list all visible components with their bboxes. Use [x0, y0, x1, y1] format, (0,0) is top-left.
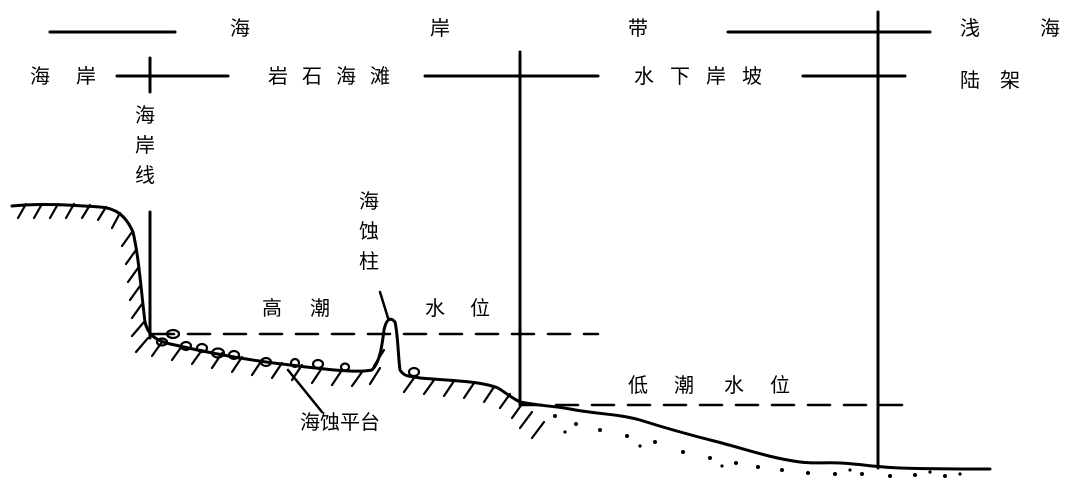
shoreline-char-3: 线 [135, 163, 155, 187]
high-tide-char-4: 位 [470, 296, 490, 320]
coast-char-2: 岸 [76, 64, 96, 88]
shallow-sea-char-2: 海 [1040, 16, 1060, 40]
shoreline-label: 海 岸 线 [134, 100, 156, 190]
slope-char-2: 下 [670, 64, 690, 88]
sea-stack-char-3: 柱 [359, 249, 379, 273]
slope-char-3: 岸 [706, 64, 726, 88]
cliff-hatching [16, 202, 546, 440]
low-tide-char-3: 水 [724, 373, 744, 397]
sea-stack-pointer [378, 290, 390, 320]
high-tide-char-3: 水 [425, 296, 445, 320]
slope-char-4: 坡 [742, 64, 762, 88]
rocky-beach-char-3: 海 [336, 64, 356, 88]
sea-stack-label: 海 蚀 柱 [358, 186, 380, 276]
shoreline-char-1: 海 [135, 103, 155, 127]
low-tide-char-1: 低 [628, 373, 648, 397]
sea-stack-char-1: 海 [359, 189, 379, 213]
shallow-sea-char-1: 浅 [960, 16, 980, 40]
shelf-char-1: 陆 [960, 68, 980, 92]
low-tide-char-2: 潮 [674, 373, 694, 397]
boulders [155, 328, 421, 378]
platform-pointer [286, 368, 324, 414]
sea-stack-char-2: 蚀 [359, 219, 379, 243]
shoreline-char-2: 岸 [135, 133, 155, 157]
wave-cut-platform-label: 海蚀平台 [300, 410, 380, 434]
sediment-dots [553, 414, 962, 478]
rocky-beach-char-1: 岩 [268, 64, 288, 88]
slope-char-1: 水 [634, 64, 654, 88]
rocky-beach-char-4: 滩 [370, 64, 390, 88]
low-tide-char-4: 位 [770, 373, 790, 397]
high-tide-char-2: 潮 [310, 296, 330, 320]
coast-zone-char-1: 海 [230, 16, 250, 40]
rocky-beach-char-2: 石 [302, 64, 322, 88]
coast-zone-char-2: 岸 [430, 16, 450, 40]
coast-profile [10, 202, 992, 471]
shelf-char-2: 架 [1000, 68, 1020, 92]
high-tide-char-1: 高 [262, 296, 282, 320]
coast-zone-char-3: 带 [628, 16, 648, 40]
coast-char-1: 海 [30, 64, 50, 88]
